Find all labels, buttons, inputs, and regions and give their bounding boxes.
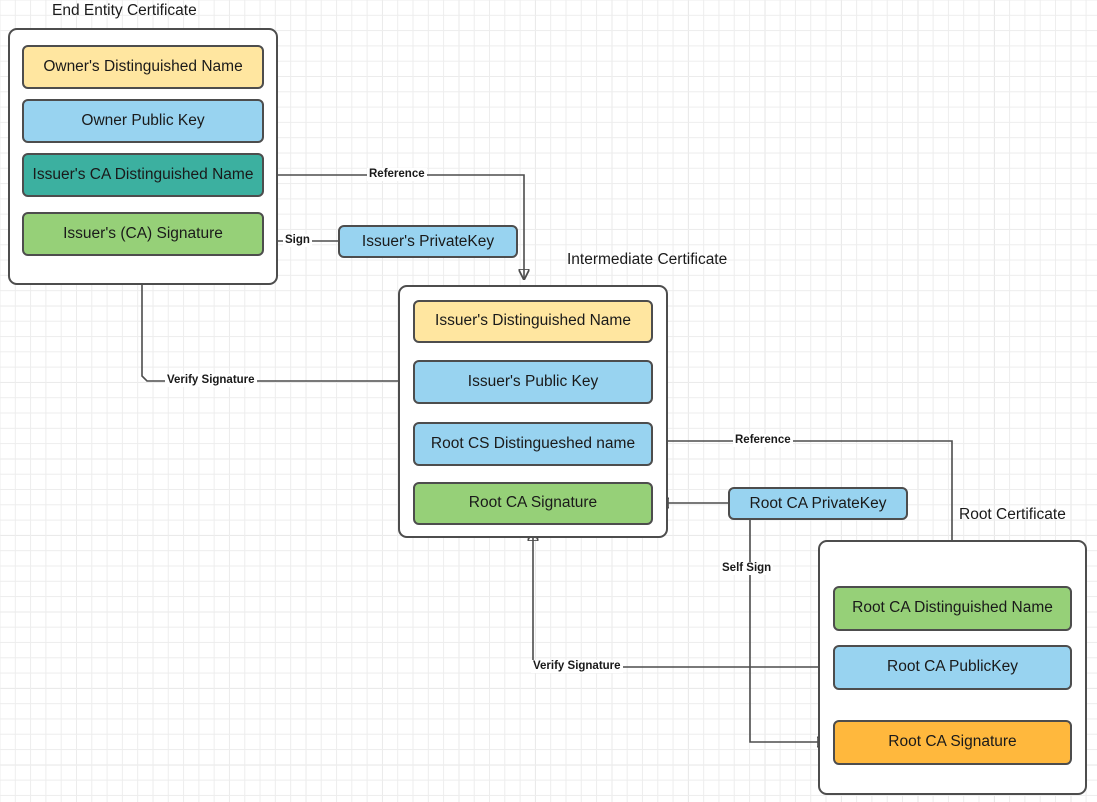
field-issuer-distinguished-name[interactable]: Issuer's Distinguished Name (413, 300, 653, 343)
group-title-end-entity: End Entity Certificate (52, 2, 197, 19)
field-owner-public-key[interactable]: Owner Public Key (22, 99, 264, 143)
edge-label-verify-signature-lower: Verify Signature (531, 660, 623, 673)
field-issuer-public-key[interactable]: Issuer's Public Key (413, 360, 653, 404)
edge-label-reference-middle: Reference (733, 434, 793, 447)
edge-label-reference-top: Reference (367, 168, 427, 181)
field-root-ca-distinguished-name[interactable]: Root CA Distinguished Name (833, 586, 1072, 631)
edge-label-verify-signature-upper: Verify Signature (165, 374, 257, 387)
field-intermediate-root-ca-signature[interactable]: Root CA Signature (413, 482, 653, 525)
field-issuer-ca-signature[interactable]: Issuer's (CA) Signature (22, 212, 264, 256)
field-owner-distinguished-name[interactable]: Owner's Distinguished Name (22, 45, 264, 89)
field-root-ca-signature[interactable]: Root CA Signature (833, 720, 1072, 765)
field-issuer-ca-distinguished-name[interactable]: Issuer's CA Distinguished Name (22, 153, 264, 197)
group-title-intermediate: Intermediate Certificate (567, 251, 728, 268)
field-root-cs-distingueshed-name[interactable]: Root CS Distingueshed name (413, 422, 653, 466)
key-box-issuer-private-key[interactable]: Issuer's PrivateKey (338, 225, 518, 258)
key-box-root-ca-private-key[interactable]: Root CA PrivateKey (728, 487, 908, 520)
edge-label-self-sign: Self Sign (720, 562, 774, 575)
edge-label-sign: Sign (283, 234, 312, 247)
field-root-ca-public-key[interactable]: Root CA PublicKey (833, 645, 1072, 690)
group-title-root: Root Certificate (959, 506, 1066, 523)
